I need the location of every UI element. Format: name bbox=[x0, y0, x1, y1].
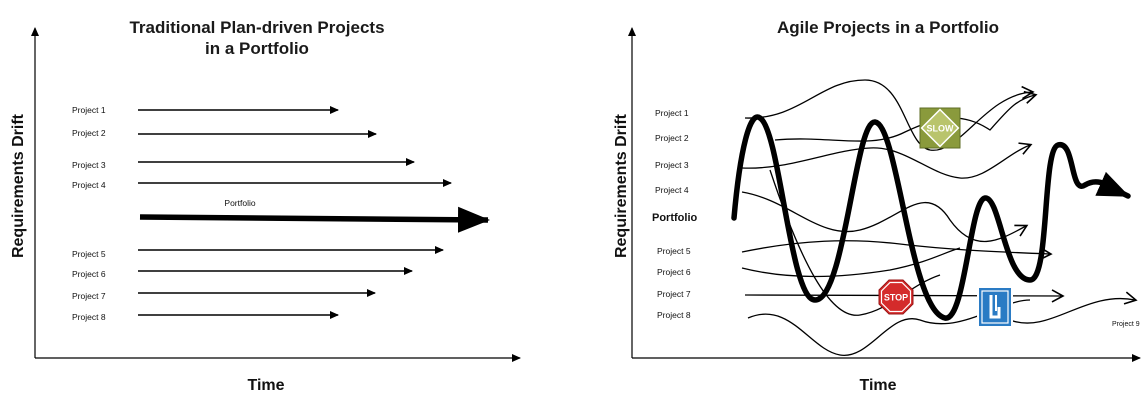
left-project-label-5: Project 5 bbox=[72, 249, 106, 259]
right-panel: Agile Projects in a Portfolio Requiremen… bbox=[613, 18, 1141, 394]
right-project-line-4 bbox=[741, 191, 1029, 243]
right-y-axis-label: Requirements Drift bbox=[613, 113, 630, 258]
left-panel: Traditional Plan-driven Projects in a Po… bbox=[10, 18, 521, 394]
slow-sign-icon: SLOW bbox=[919, 107, 961, 149]
right-project-label-5: Project 5 bbox=[657, 246, 691, 256]
right-project-label-6: Project 6 bbox=[657, 267, 691, 277]
right-project-label-3: Project 3 bbox=[655, 160, 689, 170]
speed-bump-sign-icon bbox=[977, 286, 1013, 328]
stop-sign-icon: STOP bbox=[878, 279, 914, 315]
right-title: Agile Projects in a Portfolio bbox=[777, 18, 999, 37]
svg-text:STOP: STOP bbox=[884, 293, 908, 303]
left-project-label-6: Project 6 bbox=[72, 269, 106, 279]
right-project-label-9: Project 9 bbox=[1112, 321, 1140, 328]
left-project-label-7: Project 7 bbox=[72, 291, 106, 301]
right-portfolio-label: Portfolio bbox=[652, 212, 697, 224]
right-project-line-1 bbox=[744, 79, 1035, 151]
right-portfolio-line bbox=[731, 114, 1131, 321]
right-project-label-4: Project 4 bbox=[655, 185, 689, 195]
left-project-label-2: Project 2 bbox=[72, 128, 106, 138]
right-project-line-9 bbox=[1009, 291, 1138, 324]
right-project-line-6 bbox=[741, 247, 961, 278]
left-portfolio-arrow bbox=[139, 206, 490, 233]
left-y-axis-label: Requirements Drift bbox=[10, 113, 27, 258]
right-project-label-2: Project 2 bbox=[655, 133, 689, 143]
right-project-label-1: Project 1 bbox=[655, 108, 689, 118]
right-project-label-8: Project 8 bbox=[657, 310, 691, 320]
right-project-line-3 bbox=[741, 142, 1033, 179]
left-portfolio-label: Portfolio bbox=[224, 198, 255, 208]
left-project-label-4: Project 4 bbox=[72, 180, 106, 190]
right-x-axis-label: Time bbox=[859, 377, 896, 394]
left-title-line2: in a Portfolio bbox=[205, 39, 309, 58]
left-title-line1: Traditional Plan-driven Projects bbox=[129, 18, 384, 37]
left-project-label-8: Project 8 bbox=[72, 312, 106, 322]
left-x-axis-label: Time bbox=[247, 377, 284, 394]
left-project-label-3: Project 3 bbox=[72, 160, 106, 170]
left-project-label-1: Project 1 bbox=[72, 105, 106, 115]
right-project-label-7: Project 7 bbox=[657, 289, 691, 299]
svg-text:SLOW: SLOW bbox=[927, 124, 955, 134]
